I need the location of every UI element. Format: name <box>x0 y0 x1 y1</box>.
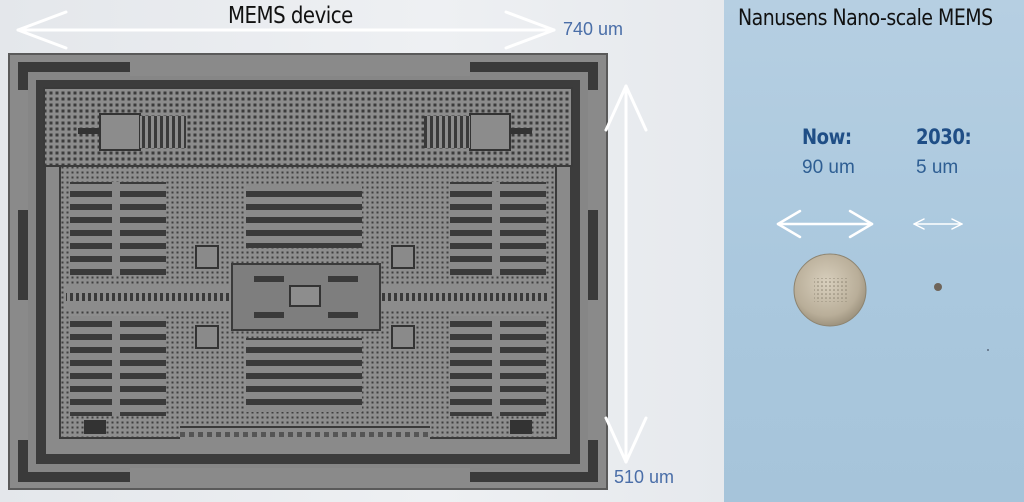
future-size-label: 5 um <box>916 157 959 178</box>
height-label: 510 um <box>614 467 675 487</box>
future-heading: 2030: <box>916 125 972 149</box>
now-size-label: 90 um <box>802 157 855 178</box>
width-label: 740 um <box>563 19 624 39</box>
nanoscale-panel <box>724 0 1024 502</box>
mems-device-panel <box>0 0 724 502</box>
mems-device-title: MEMS device <box>228 3 353 29</box>
now-heading: Now: <box>802 125 852 149</box>
nanoscale-title: Nanusens Nano-scale MEMS <box>738 6 993 31</box>
